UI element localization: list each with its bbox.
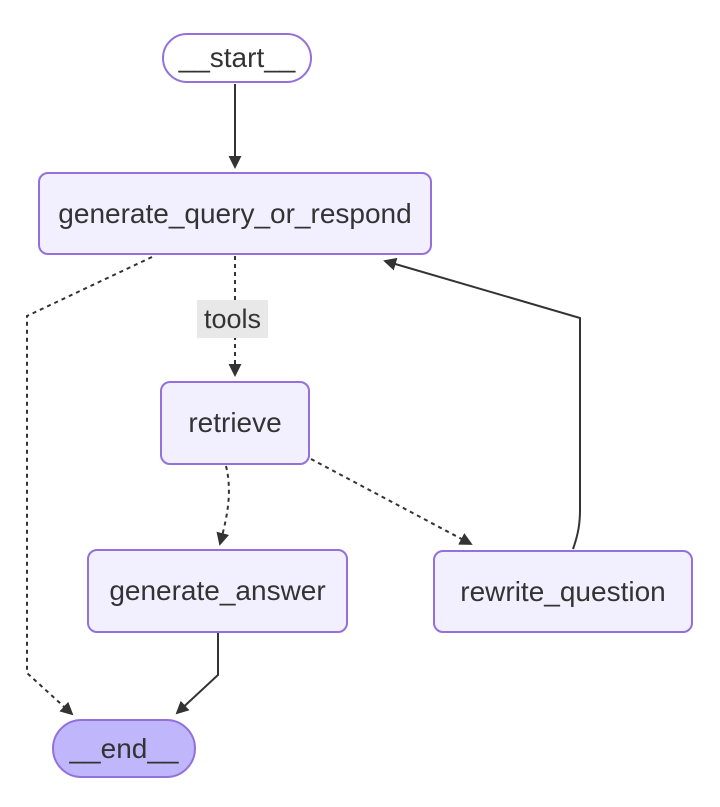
node-end: __end__ bbox=[52, 719, 196, 778]
edge-rewrite-question-to-generate-query bbox=[383, 257, 581, 550]
node-generate-query-or-respond: generate_query_or_respond bbox=[38, 172, 432, 255]
edge-generate-answer-to-end bbox=[175, 633, 219, 715]
edge-retrieve-to-generate-answer bbox=[216, 465, 230, 546]
edge-generate-query-to-end bbox=[26, 256, 153, 716]
edge-retrieve-to-rewrite-question bbox=[310, 458, 473, 545]
node-rewrite-question: rewrite_question bbox=[433, 550, 693, 633]
edge-label-tools: tools bbox=[197, 300, 268, 338]
node-generate-answer: generate_answer bbox=[87, 549, 348, 633]
node-start: __start__ bbox=[162, 33, 312, 83]
node-retrieve: retrieve bbox=[160, 381, 310, 465]
